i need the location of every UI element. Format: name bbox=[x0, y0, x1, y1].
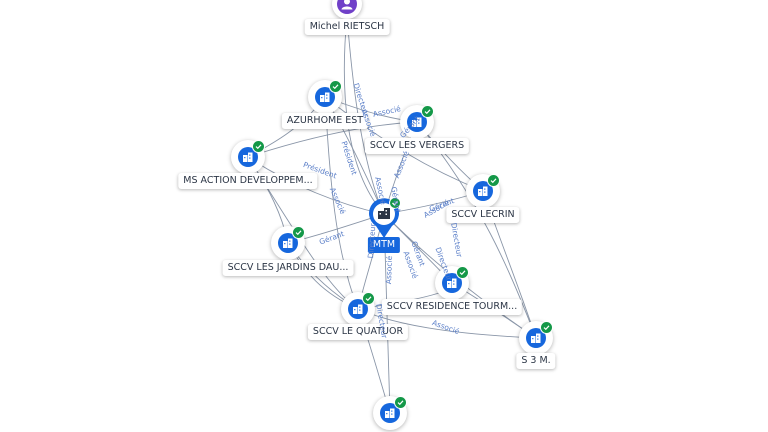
company-label-vergers[interactable]: SCCV LES VERGERS bbox=[364, 138, 470, 154]
verified-check-icon bbox=[540, 321, 553, 334]
verified-check-icon bbox=[456, 266, 469, 279]
company-node-azurhome[interactable] bbox=[308, 80, 342, 114]
center-node[interactable] bbox=[366, 196, 402, 240]
building-icon bbox=[378, 208, 390, 219]
center-label[interactable]: MTM bbox=[367, 237, 401, 253]
company-label-azurhome[interactable]: AZURHOME EST bbox=[281, 113, 369, 129]
building-icon bbox=[315, 87, 335, 107]
company-node-msaction[interactable] bbox=[231, 140, 265, 174]
company-node-quatuor[interactable] bbox=[341, 292, 375, 326]
company-node-vergers[interactable] bbox=[400, 105, 434, 139]
building-icon bbox=[278, 233, 298, 253]
building-icon bbox=[348, 299, 368, 319]
edge-label: Associé bbox=[384, 255, 394, 285]
company-label-jardins[interactable]: SCCV LES JARDINS DAU... bbox=[222, 260, 354, 276]
building-icon bbox=[526, 328, 546, 348]
company-node-s3m[interactable] bbox=[519, 321, 553, 355]
company-label-quatuor[interactable]: SCCV LE QUATUOR bbox=[307, 324, 409, 340]
company-node-lecrin[interactable] bbox=[466, 174, 500, 208]
verified-check-icon bbox=[421, 105, 434, 118]
relation-edge bbox=[247, 121, 418, 158]
person-icon bbox=[337, 0, 357, 14]
verified-check-icon bbox=[252, 140, 265, 153]
building-icon bbox=[380, 403, 400, 423]
verified-check-icon bbox=[292, 226, 305, 239]
verified-check-icon bbox=[329, 80, 342, 93]
company-node-residence[interactable] bbox=[435, 266, 469, 300]
verified-check-icon bbox=[362, 292, 375, 305]
building-icon bbox=[473, 181, 493, 201]
company-label-s3m[interactable]: S 3 M. bbox=[516, 353, 556, 369]
company-label-lecrin[interactable]: SCCV LECRIN bbox=[446, 207, 520, 223]
company-label-msaction[interactable]: MS ACTION DEVELOPPEM... bbox=[178, 173, 318, 189]
company-label-residence[interactable]: SCCV RESIDENCE TOURM... bbox=[381, 299, 523, 315]
building-icon bbox=[442, 273, 462, 293]
company-node-jardins[interactable] bbox=[271, 226, 305, 260]
verified-check-icon bbox=[394, 396, 407, 409]
building-icon bbox=[238, 147, 258, 167]
relation-edge bbox=[247, 156, 385, 215]
verified-check-icon bbox=[487, 174, 500, 187]
person-label[interactable]: Michel RIETSCH bbox=[304, 19, 390, 35]
person-node[interactable] bbox=[332, 0, 362, 19]
building-icon bbox=[407, 112, 427, 132]
company-node-bottom[interactable] bbox=[373, 396, 407, 430]
